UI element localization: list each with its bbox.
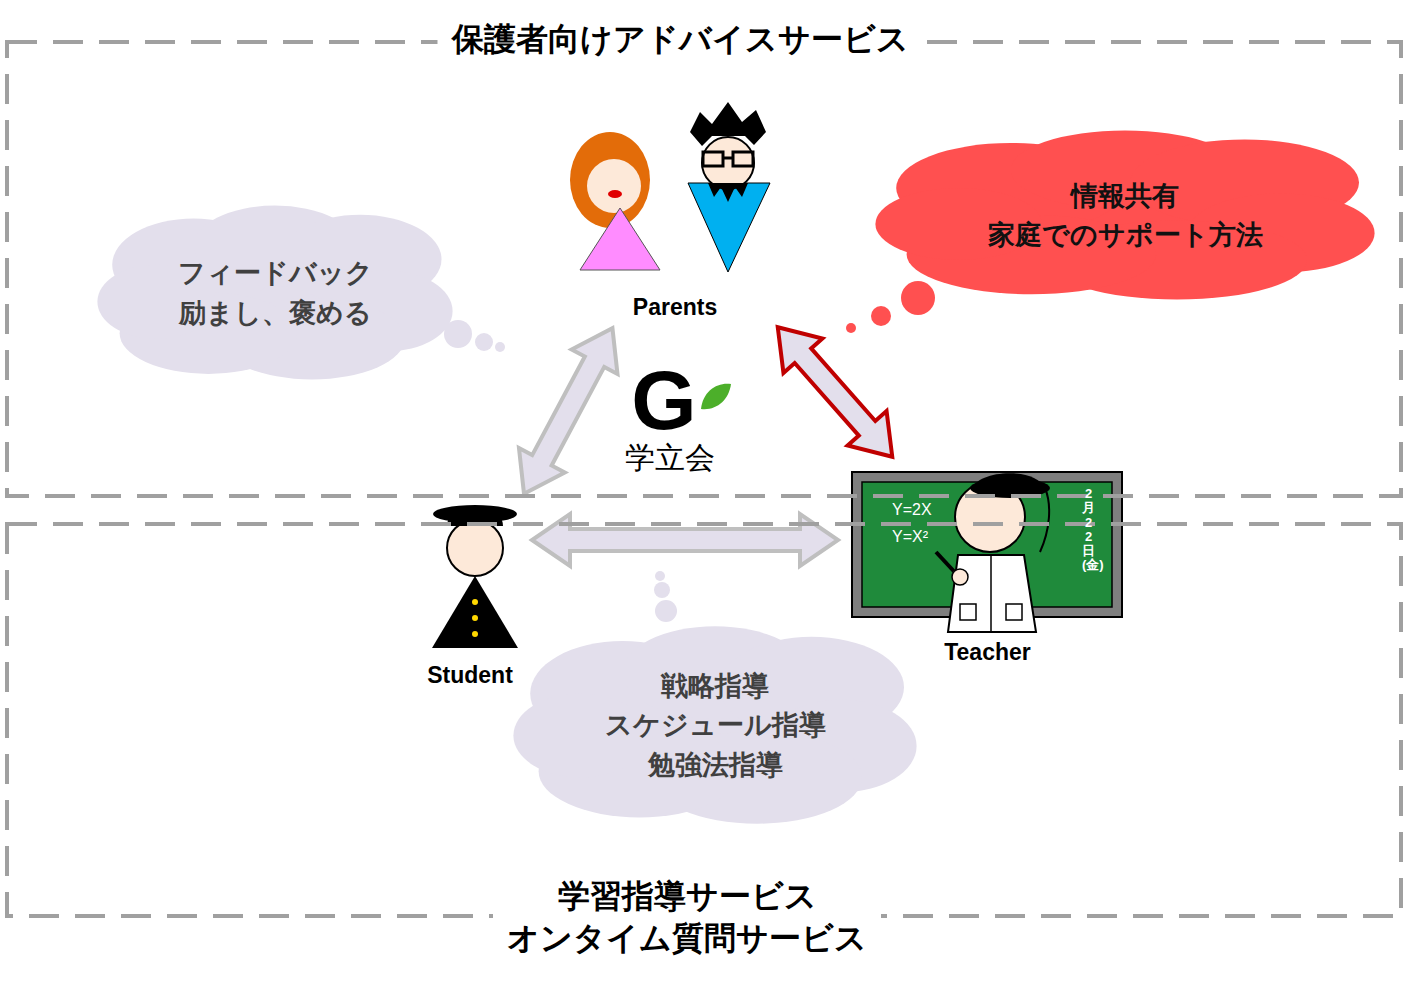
father-figure xyxy=(708,183,748,202)
teacher-figure xyxy=(948,555,1036,632)
figure-label: Student xyxy=(427,662,513,690)
student-figure xyxy=(472,615,478,621)
logo-mark: G xyxy=(631,363,696,439)
student-figure xyxy=(433,505,517,523)
double-arrow xyxy=(778,327,892,457)
figure-label: Parents xyxy=(633,294,717,322)
cloud-tail xyxy=(871,306,891,326)
service-region: 保護者向けアドバイスサービスParentsG学立会フィードバック 励まし、褒める… xyxy=(5,40,1403,498)
region-title: 学習指導サービス オンタイム質問サービス xyxy=(493,876,881,959)
dashed-outline xyxy=(7,42,1401,496)
father-figure xyxy=(703,152,723,166)
cloud-tail xyxy=(901,281,935,315)
cloud-tail xyxy=(655,600,677,622)
mother-figure xyxy=(580,208,660,270)
double-arrow xyxy=(519,328,618,494)
cloud-text: 情報共有 家庭でのサポート方法 xyxy=(988,176,1263,254)
student-figure xyxy=(447,520,503,576)
cloud-shape xyxy=(865,125,1385,305)
student-figure xyxy=(472,599,478,605)
teacher-figure xyxy=(990,555,992,632)
dashed-outline xyxy=(7,524,1401,916)
teacher-figure xyxy=(960,604,976,620)
cloud-text: フィードバック 励まし、褒める xyxy=(178,253,373,331)
double-arrow xyxy=(532,514,838,566)
father-figure xyxy=(690,102,766,146)
father-figure xyxy=(688,102,770,272)
father-figure xyxy=(702,137,754,189)
cloud-shape xyxy=(90,200,460,385)
father-figure xyxy=(733,152,753,166)
cloud-text: 戦略指導 スケジュール指導 勉強法指導 xyxy=(605,666,826,783)
cloud-tail xyxy=(475,333,493,351)
teacher-figure: Teacher xyxy=(845,462,1130,667)
logo-leaf xyxy=(701,384,731,410)
mother-figure xyxy=(608,190,622,198)
father-figure xyxy=(688,183,770,272)
logo-text: 学立会 xyxy=(625,438,715,477)
cloud-tail xyxy=(655,571,665,581)
cloud-tail xyxy=(846,323,856,333)
mother-figure xyxy=(570,132,650,228)
cloud-tail xyxy=(654,582,670,598)
student-figure xyxy=(432,576,518,648)
logo-leaf xyxy=(701,384,731,410)
board-formula: Y=2X xyxy=(892,500,932,521)
father-figure xyxy=(723,157,733,160)
thought-cloud: フィードバック 励まし、褒める xyxy=(90,200,460,385)
cloud-tail xyxy=(495,342,505,352)
logo: G学立会 xyxy=(620,355,720,485)
board-date: 2月22日(金) xyxy=(1082,487,1095,573)
thought-cloud: 情報共有 家庭でのサポート方法 xyxy=(865,125,1385,305)
parents-figure: Parents xyxy=(565,100,785,322)
teacher-figure xyxy=(1006,604,1022,620)
teacher-figure xyxy=(952,569,968,585)
region-title: 保護者向けアドバイスサービス xyxy=(438,19,923,61)
thought-cloud: 戦略指導 スケジュール指導 勉強法指導 xyxy=(505,620,925,830)
figure-label: Teacher xyxy=(944,639,1031,667)
student-figure xyxy=(432,505,518,648)
mother-figure xyxy=(570,132,660,270)
mother-figure xyxy=(587,159,641,213)
teacher-figure xyxy=(1040,488,1049,552)
service-region: 学習指導サービス オンタイム質問サービスStudent戦略指導 スケジュール指導… xyxy=(5,522,1403,918)
board-formula: Y=X² xyxy=(892,527,928,548)
student-figure: Student xyxy=(415,500,525,690)
student-figure xyxy=(472,631,478,637)
